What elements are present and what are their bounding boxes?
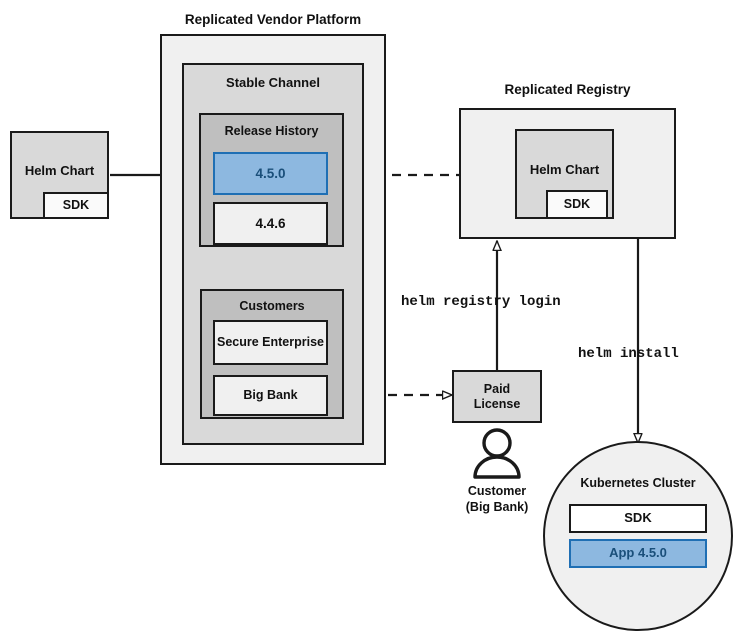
customer-caption: Customer (Big Bank) bbox=[427, 484, 567, 515]
customer-caption-line2: (Big Bank) bbox=[465, 499, 529, 514]
cluster-app-box: App 4.5.0 bbox=[569, 539, 707, 568]
paid-license-line1: Paid bbox=[483, 382, 511, 397]
paid-license-line2: License bbox=[473, 396, 521, 411]
kubernetes-cluster-label: Kubernetes Cluster bbox=[580, 476, 696, 490]
registry-title: Replicated Registry bbox=[504, 82, 631, 97]
release-history-label: Release History bbox=[224, 124, 319, 138]
kubernetes-cluster-circle bbox=[543, 441, 733, 631]
registry-helm-chart-sdk-box: SDK bbox=[546, 190, 608, 219]
customers-label: Customers bbox=[239, 299, 305, 313]
source-helm-chart-sdk-box: SDK bbox=[43, 192, 109, 219]
vendor-platform-title: Replicated Vendor Platform bbox=[184, 12, 362, 27]
customer-item-big-bank[interactable]: Big Bank bbox=[213, 375, 328, 416]
command-helm-install: helm install bbox=[578, 346, 679, 362]
paid-license-box: Paid License bbox=[452, 370, 542, 423]
cluster-sdk-box: SDK bbox=[569, 504, 707, 533]
command-helm-registry-login: helm registry login bbox=[401, 294, 561, 310]
stable-channel-label: Stable Channel bbox=[226, 75, 320, 90]
customer-caption-line1: Customer bbox=[467, 484, 527, 498]
customer-person-icon bbox=[473, 428, 521, 479]
release-item-446[interactable]: 4.4.6 bbox=[213, 202, 328, 245]
customer-item-secure-enterprise[interactable]: Secure Enterprise bbox=[213, 320, 328, 365]
release-item-450[interactable]: 4.5.0 bbox=[213, 152, 328, 195]
